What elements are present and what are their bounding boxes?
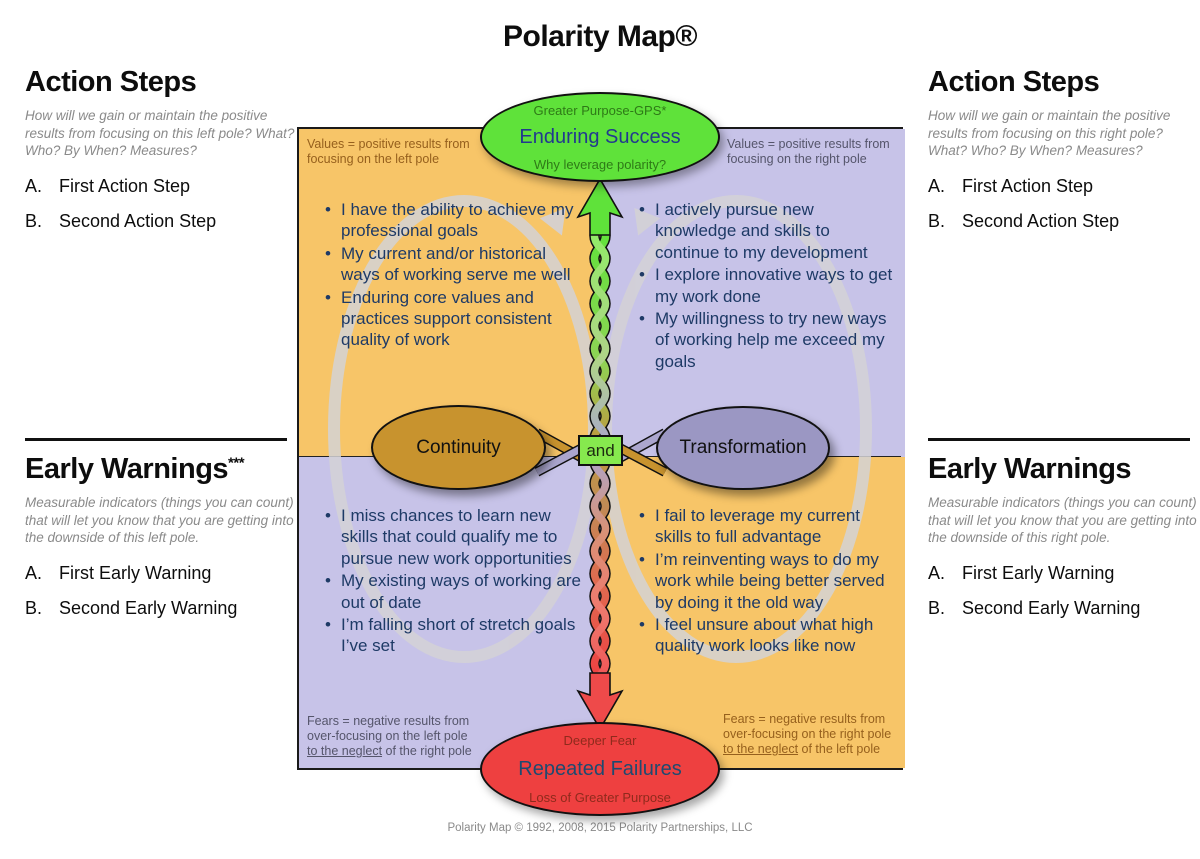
fears-label-right: Fears = negative results from over-focus… — [723, 712, 892, 756]
divider — [25, 438, 287, 441]
list-item: A. First Action Step — [928, 175, 1094, 196]
why-leverage-label: Why leverage polarity? — [533, 157, 667, 172]
list-item: B. Second Early Warning — [928, 597, 1141, 618]
values-label-left: Values = positive results from focusing … — [307, 137, 470, 166]
list-item: My existing ways of working are out of d… — [323, 570, 591, 613]
list-item: A. First Early Warning — [25, 562, 212, 583]
greater-purpose-label: Greater Purpose-GPS* — [533, 103, 667, 118]
enduring-success-label: Enduring Success — [519, 126, 681, 148]
list-item: A. First Early Warning — [928, 562, 1115, 583]
copyright-footer: Polarity Map © 1992, 2008, 2015 Polarity… — [447, 822, 753, 834]
values-list-right: I actively pursue new knowledge and skil… — [637, 199, 895, 373]
right-action-steps-description: How will we gain or maintain the positiv… — [928, 108, 1171, 159]
loss-of-purpose-label: Loss of Greater Purpose — [529, 790, 671, 805]
list-item: B. Second Action Step — [25, 210, 217, 231]
fears-label-left: Fears = negative results from over-focus… — [307, 714, 472, 758]
fears-list-left: I miss chances to learn new skills that … — [323, 505, 591, 658]
right-pole-ellipse: Transformation — [656, 406, 830, 490]
list-item: B. Second Early Warning — [25, 597, 238, 618]
footnote-marker: *** — [228, 454, 245, 472]
fears-list-right: I fail to leverage my current skills to … — [637, 505, 899, 658]
values-label-right: Values = positive results from focusing … — [727, 137, 890, 166]
list-item: I’m reinventing ways to do my work while… — [637, 549, 899, 613]
list-item: I’m falling short of stretch goals I’ve … — [323, 614, 591, 657]
list-item: I fail to leverage my current skills to … — [637, 505, 899, 548]
left-action-steps-description: How will we gain or maintain the positiv… — [25, 108, 295, 159]
left-early-warnings-description: Measurable indicators (things you can co… — [25, 495, 294, 546]
right-early-warnings-panel: Early Warnings Measurable indicators (th… — [928, 438, 1198, 633]
greater-purpose-ellipse: Greater Purpose-GPS* Enduring Success Wh… — [480, 92, 720, 182]
list-item: I feel unsure about what high quality wo… — [637, 614, 899, 657]
and-connector: and — [578, 435, 623, 466]
deeper-fear-ellipse: Deeper Fear Repeated Failures Loss of Gr… — [480, 722, 720, 816]
values-list-left: I have the ability to achieve my profess… — [323, 199, 585, 352]
left-action-steps-panel: Action Steps How will we gain or maintai… — [25, 66, 295, 246]
right-action-steps-panel: Action Steps How will we gain or maintai… — [928, 66, 1198, 246]
list-item: Enduring core values and practices suppo… — [323, 287, 585, 351]
divider — [928, 438, 1190, 441]
list-item: I have the ability to achieve my profess… — [323, 199, 585, 242]
right-early-warnings-description: Measurable indicators (things you can co… — [928, 495, 1197, 546]
list-item: I miss chances to learn new skills that … — [323, 505, 591, 569]
right-early-warnings-heading: Early Warnings — [928, 453, 1132, 485]
list-item: I actively pursue new knowledge and skil… — [637, 199, 895, 263]
list-item: I explore innovative ways to get my work… — [637, 264, 895, 307]
repeated-failures-label: Repeated Failures — [518, 757, 682, 780]
left-early-warnings-panel: Early Warnings*** Measurable indicators … — [25, 438, 295, 633]
right-action-steps-heading: Action Steps — [928, 66, 1100, 98]
list-item: My current and/or historical ways of wor… — [323, 243, 585, 286]
list-item: A. First Action Step — [25, 175, 191, 196]
list-item: My willingness to try new ways of workin… — [637, 308, 895, 372]
left-pole-ellipse: Continuity — [371, 405, 546, 490]
deeper-fear-label: Deeper Fear — [563, 733, 637, 748]
page-title: Polarity Map® — [503, 20, 697, 53]
left-action-steps-heading: Action Steps — [25, 66, 197, 98]
list-item: B. Second Action Step — [928, 210, 1120, 231]
left-early-warnings-heading: Early Warnings*** — [25, 453, 245, 485]
